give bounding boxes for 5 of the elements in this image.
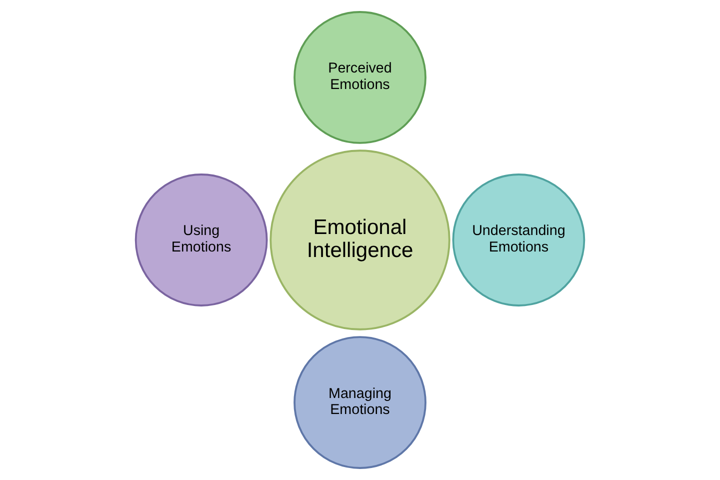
node-circle: Emotional Intelligence — [270, 150, 450, 330]
node-circle: Using Emotions — [134, 174, 268, 306]
node-circle: Understanding Emotions — [452, 174, 586, 306]
node-circle: Perceived Emotions — [294, 11, 426, 144]
node-circle: Managing Emotions — [294, 336, 426, 469]
